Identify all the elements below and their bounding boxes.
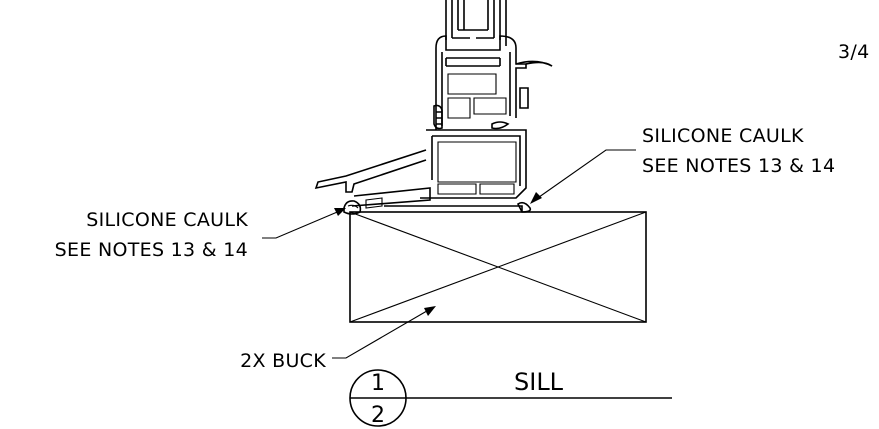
detail-number: 1 xyxy=(371,371,385,396)
callout-buck-arrowhead xyxy=(424,306,436,316)
callout-left-leader xyxy=(262,209,343,239)
callout-right-leader xyxy=(531,149,636,203)
detail-sheet-number: 2 xyxy=(371,403,385,428)
callout-buck-leader xyxy=(332,307,433,359)
callout-right-line2: SEE NOTES 13 & 14 xyxy=(642,155,835,177)
callout-left: SILICONE CAULK SEE NOTES 13 & 14 xyxy=(55,208,346,261)
callout-buck: 2X BUCK xyxy=(240,306,436,372)
callout-right: SILICONE CAULK SEE NOTES 13 & 14 xyxy=(530,125,835,204)
window-frame-profile xyxy=(314,0,553,215)
callout-left-line1: SILICONE CAULK xyxy=(86,209,248,231)
callout-buck-label: 2X BUCK xyxy=(240,350,326,372)
buck-block xyxy=(349,211,647,323)
callout-left-line2: SEE NOTES 13 & 14 xyxy=(55,239,248,261)
scale-fragment-text: 3/4 xyxy=(838,41,869,63)
callout-right-line1: SILICONE CAULK xyxy=(642,125,804,147)
detail-title: SILL xyxy=(514,368,564,396)
callout-left-arrowhead xyxy=(334,208,346,216)
callout-right-arrowhead xyxy=(530,192,542,204)
detail-tag: 1 2 SILL xyxy=(349,368,672,428)
